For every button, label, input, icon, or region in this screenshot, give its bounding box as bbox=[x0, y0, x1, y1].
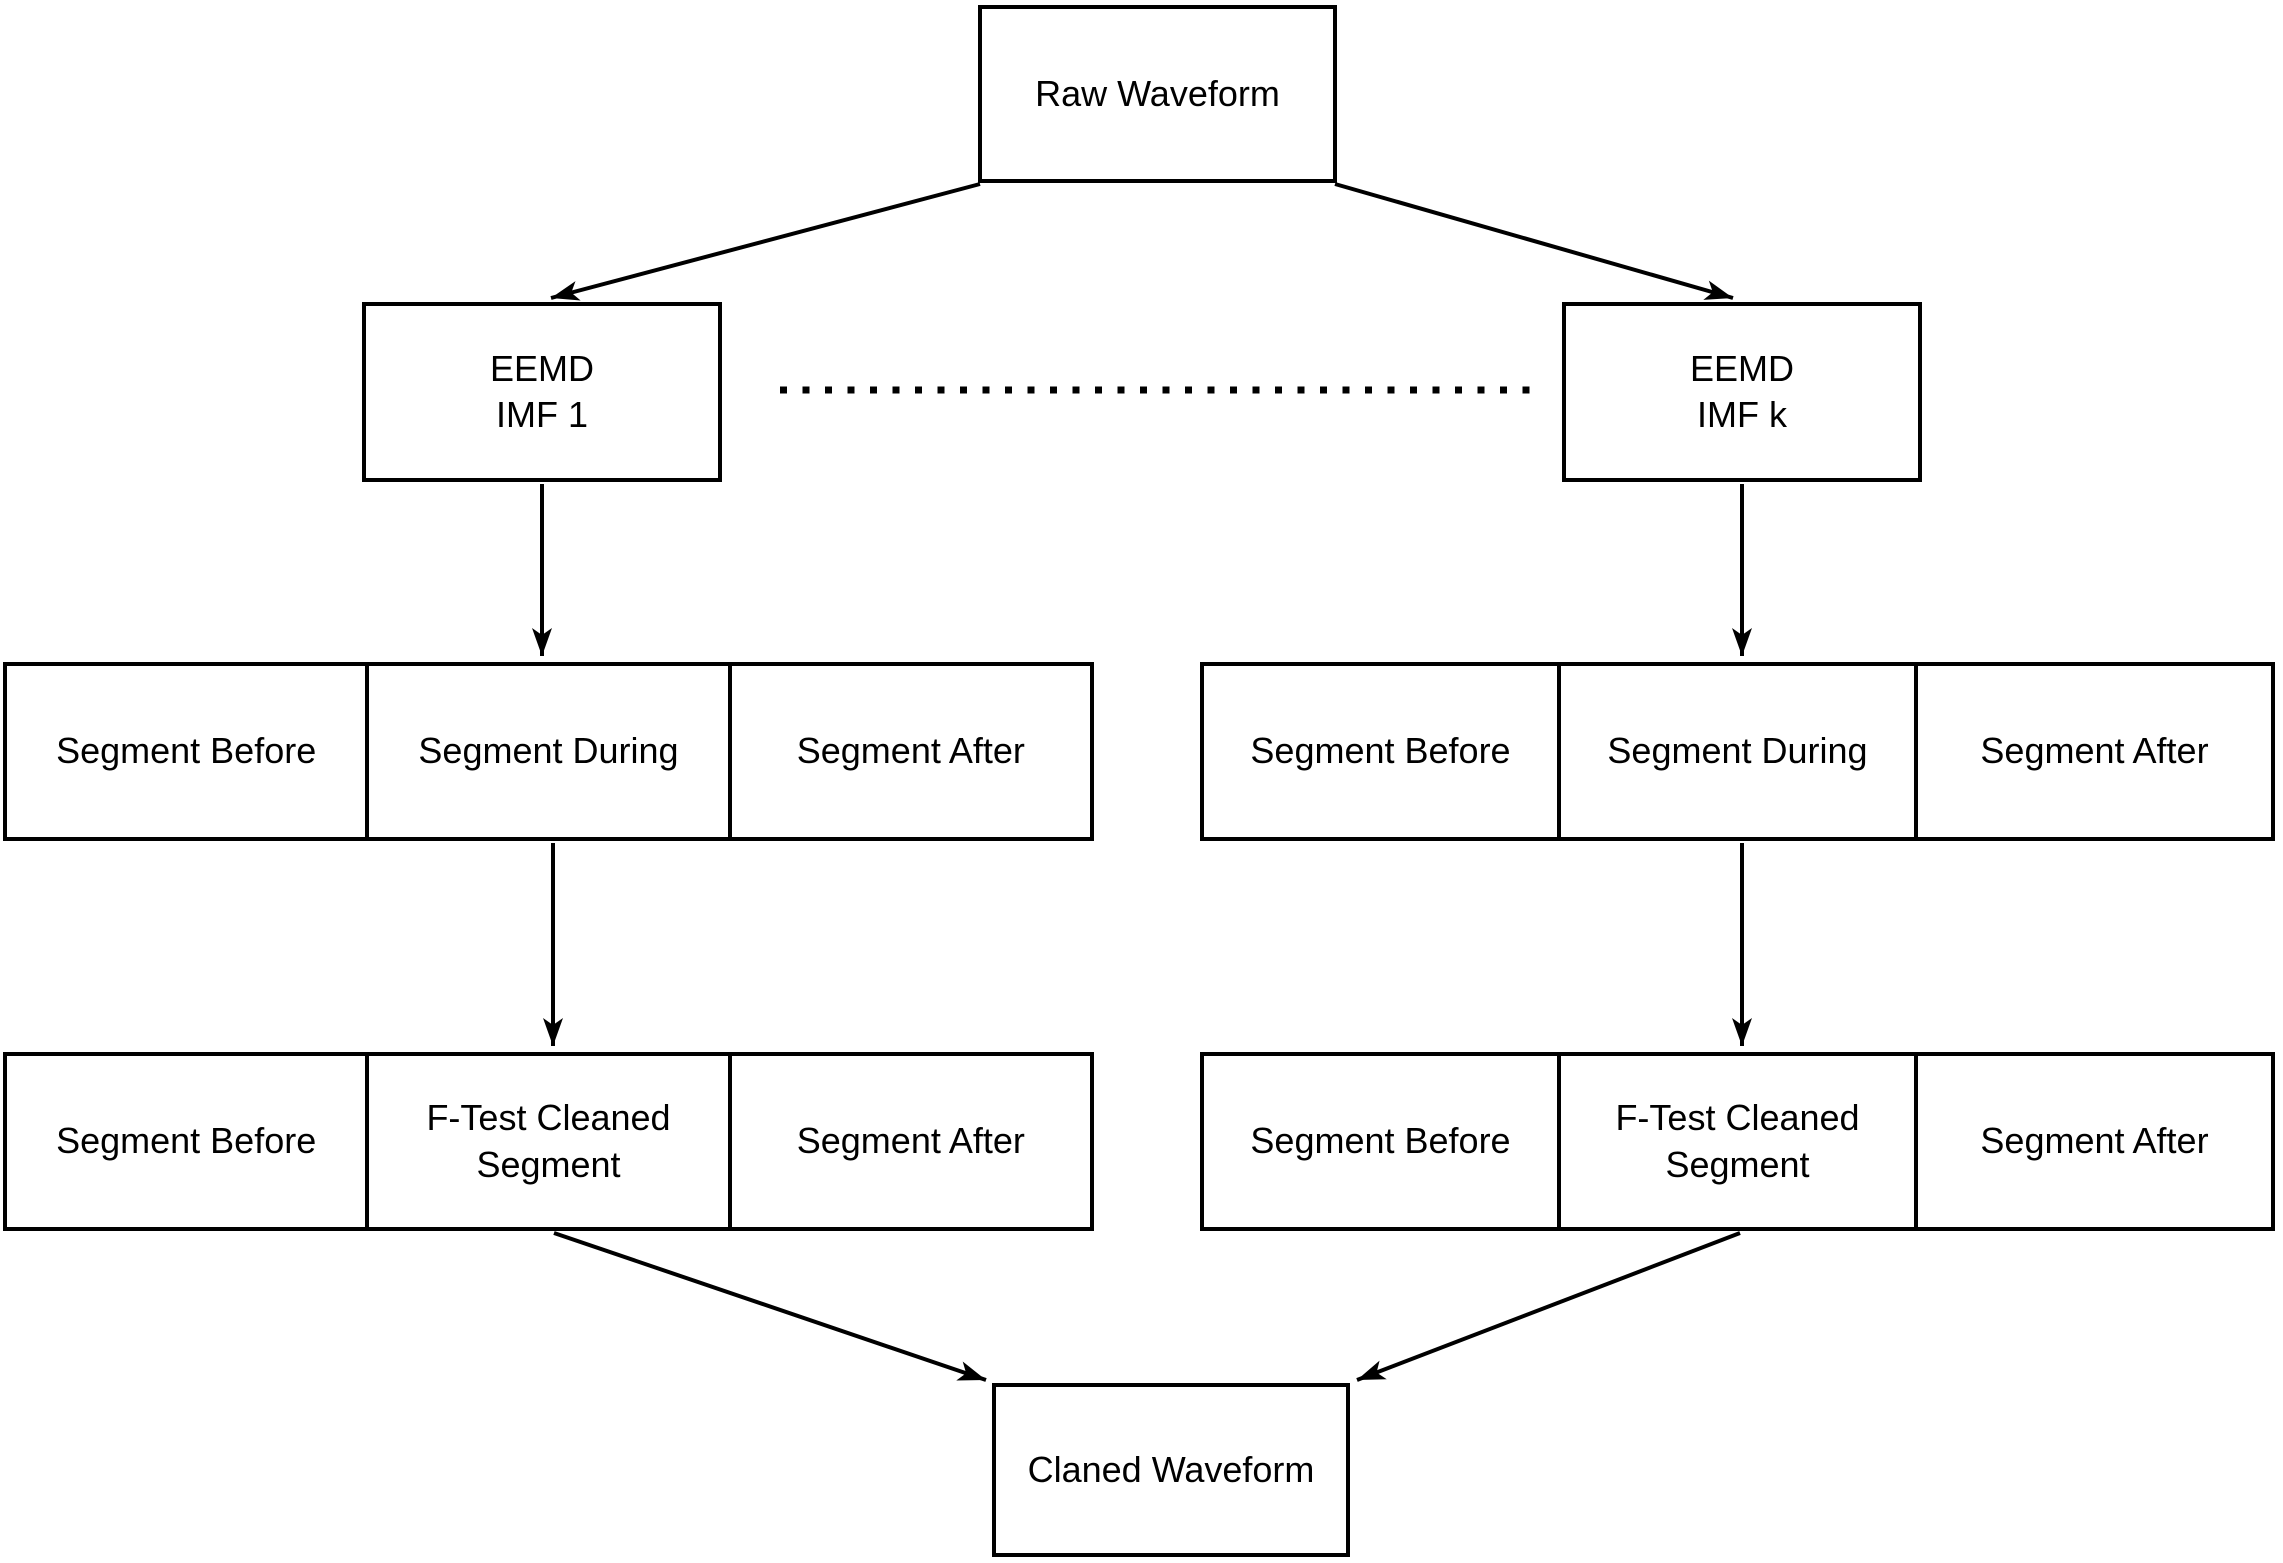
cell-imfk-ftest-after: Segment After bbox=[1914, 1056, 2271, 1227]
arrow-raw-to-imfk bbox=[1334, 182, 1734, 300]
cell-imfk-segment-before: Segment Before bbox=[1250, 730, 1511, 772]
cell-imfk-segment-after: Segment After bbox=[1914, 666, 2271, 837]
cell-imf1-segment-during: Segment During bbox=[365, 666, 727, 837]
cell-imf1-ftest-cleaned: F-Test Cleaned Segment bbox=[365, 1056, 727, 1227]
cell-imfk-segment-during: Segment During bbox=[1557, 666, 1914, 837]
cell-imf1-segment-before: Segment Before bbox=[56, 730, 317, 772]
node-eemd-imf-1: EEMD IMF 1 bbox=[362, 302, 722, 482]
cell-imf1-segment-after: Segment After bbox=[727, 666, 1090, 837]
arrow-right-ftest-to-cleaned bbox=[1356, 1231, 1741, 1382]
node-eemd-imf-k: EEMD IMF k bbox=[1562, 302, 1922, 482]
arrow-raw-to-imf1 bbox=[550, 182, 981, 301]
node-raw-waveform: Raw Waveform bbox=[978, 5, 1337, 183]
cell-imfk-ftest-cleaned: F-Test Cleaned Segment bbox=[1557, 1056, 1914, 1227]
node-cleaned-waveform: Claned Waveform bbox=[992, 1383, 1350, 1557]
row-imfk-segments: Segment Before Segment During Segment Af… bbox=[1200, 662, 2275, 841]
cell-imfk-ftest-before: Segment Before bbox=[1250, 1120, 1511, 1162]
cell-imf1-ftest-before: Segment Before bbox=[56, 1120, 317, 1162]
row-imf1-ftest: Segment Before F-Test Cleaned Segment Se… bbox=[3, 1052, 1094, 1231]
row-imfk-ftest: Segment Before F-Test Cleaned Segment Se… bbox=[1200, 1052, 2275, 1231]
row-imf1-segments: Segment Before Segment During Segment Af… bbox=[3, 662, 1094, 841]
arrow-left-ftest-to-cleaned bbox=[553, 1231, 987, 1382]
cell-imf1-ftest-after: Segment After bbox=[727, 1056, 1090, 1227]
